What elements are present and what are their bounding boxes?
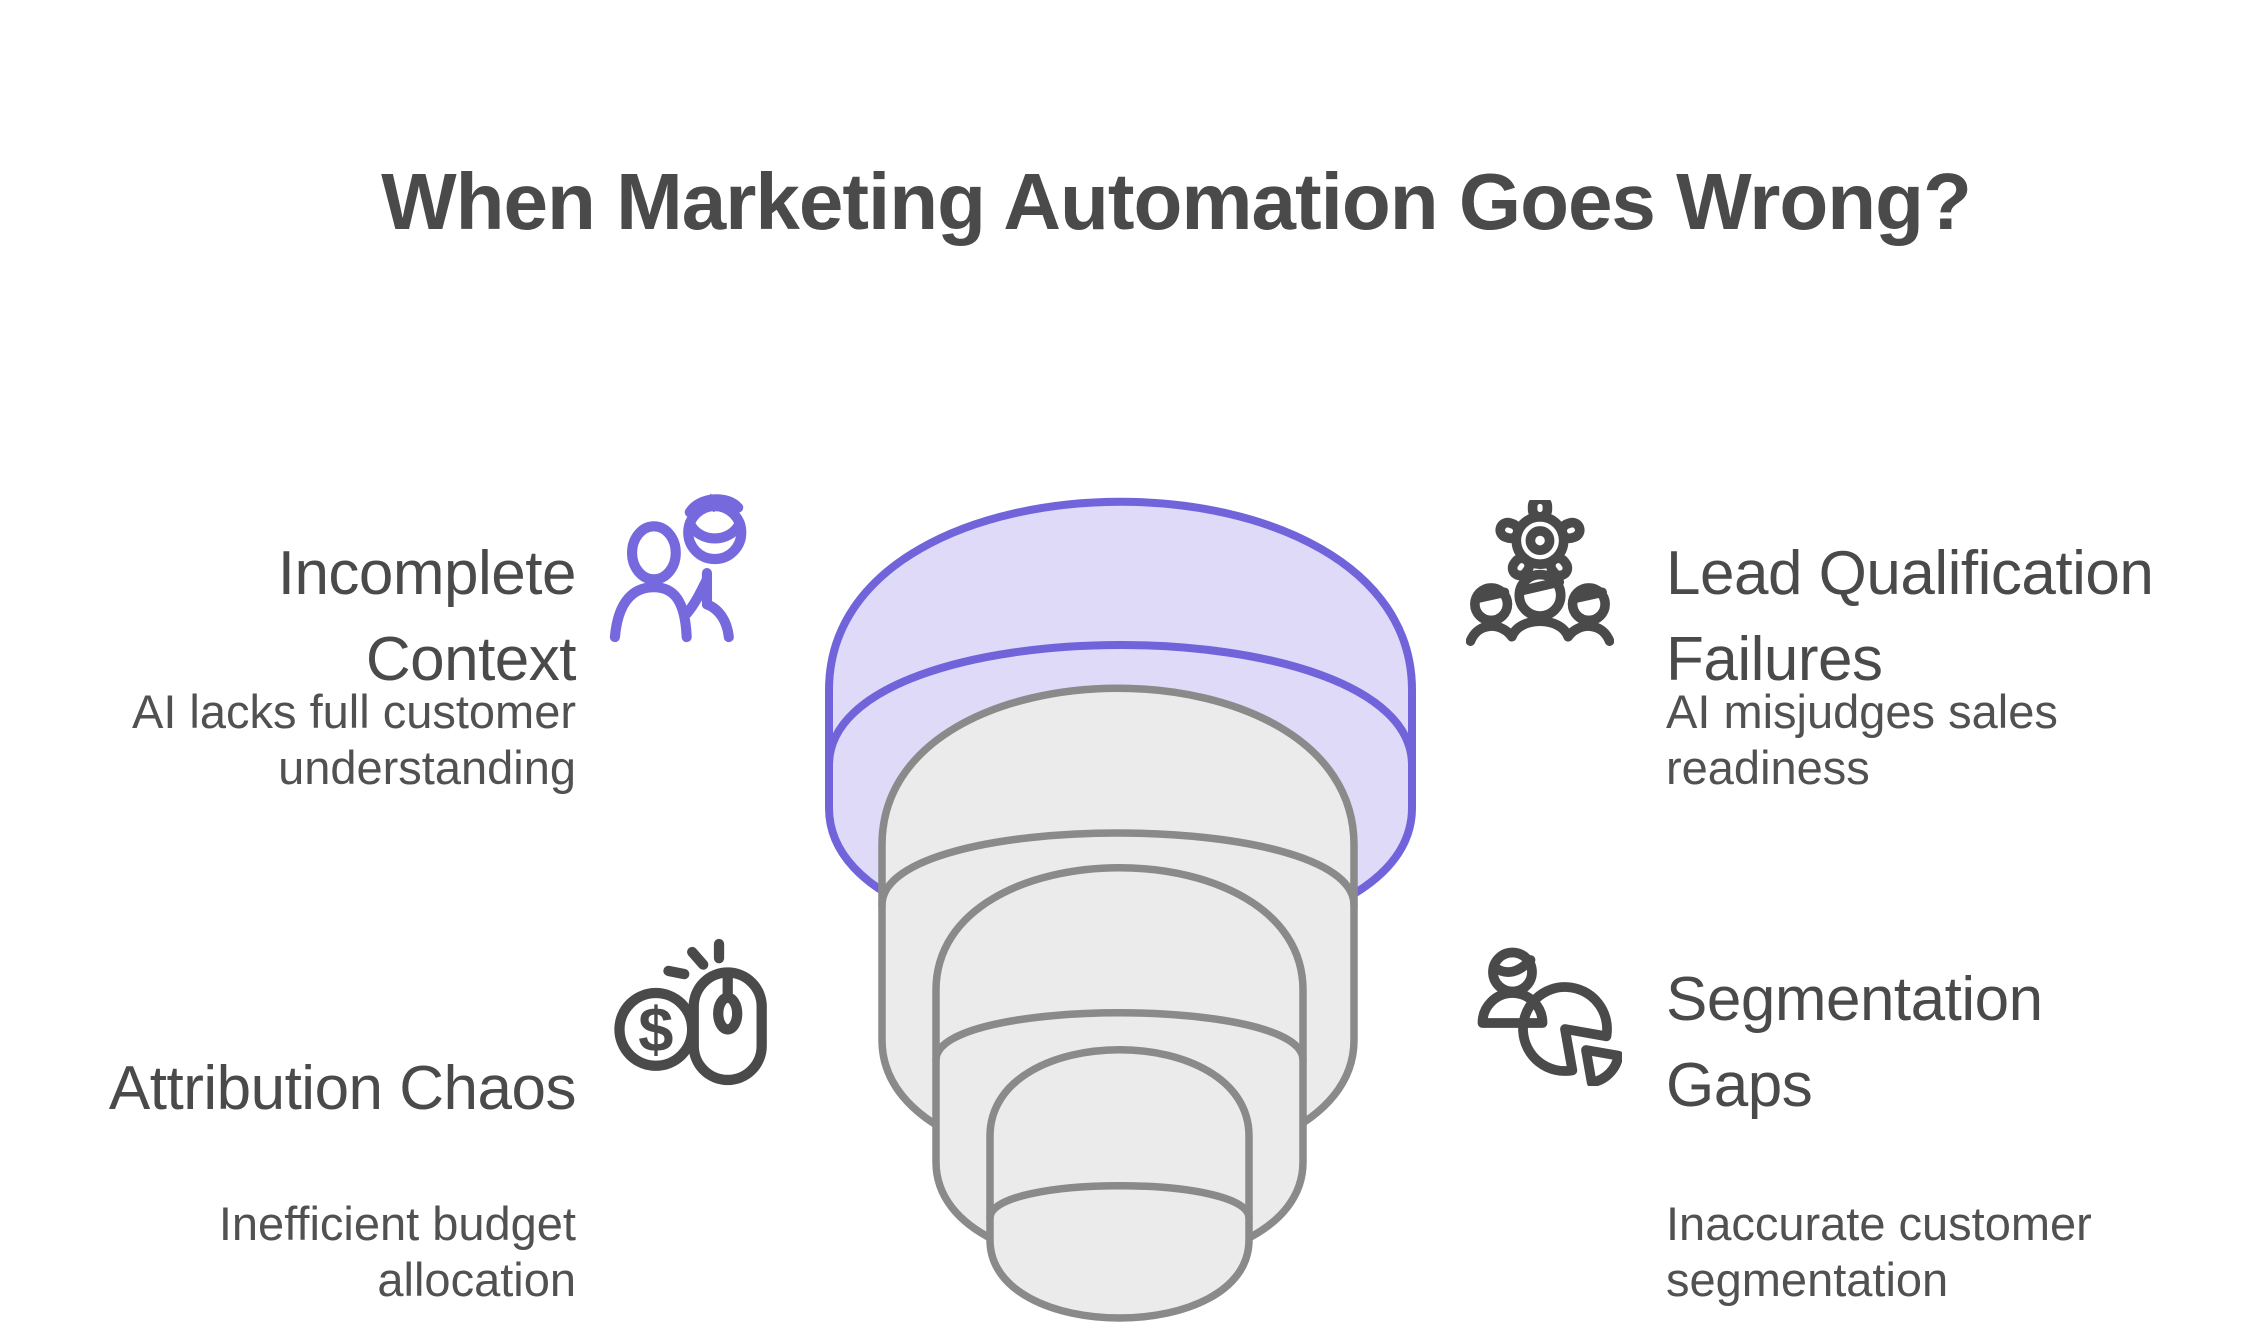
section-subtitle-lead-qualification: AI misjudges sales readiness <box>1666 684 2058 796</box>
section-title-lead-qualification: Lead Qualification Failures <box>1666 531 2154 703</box>
section-title-attribution-chaos: Attribution Chaos <box>108 1046 577 1132</box>
section-title-line: Incomplete <box>277 539 577 608</box>
section-subtitle-line: readiness <box>1666 741 1870 794</box>
section-subtitle-attribution-chaos: Inefficient budget allocation <box>219 1196 576 1308</box>
page-title: When Marketing Automation Goes Wrong? <box>381 157 1972 246</box>
dollar-mouse-icon: $ <box>614 938 767 1086</box>
section-title-line: Context <box>365 625 577 694</box>
person-sync-icon <box>609 493 747 643</box>
section-subtitle-line: understanding <box>278 741 576 794</box>
section-title-line: Failures <box>1666 625 1883 694</box>
section-title-line: Lead Qualification <box>1666 539 2154 608</box>
section-subtitle-segmentation-gaps: Inaccurate customer segmentation <box>1666 1196 2092 1308</box>
person-pie-icon <box>1477 947 1622 1086</box>
section-title-segmentation-gaps: Segmentation Gaps <box>1666 957 2043 1129</box>
section-subtitle-line: AI misjudges sales <box>1666 685 2058 738</box>
funnel-layer-bottom <box>986 1046 1253 1322</box>
svg-text:$: $ <box>638 996 673 1066</box>
section-subtitle-incomplete-context: AI lacks full customer understanding <box>132 684 576 796</box>
section-title-line: Gaps <box>1666 1051 1813 1120</box>
section-title-line: Segmentation <box>1666 965 2043 1034</box>
section-subtitle-line: AI lacks full customer <box>131 685 576 738</box>
section-subtitle-line: Inaccurate customer <box>1666 1197 2092 1250</box>
section-title-incomplete-context: Incomplete Context <box>277 531 577 703</box>
section-title-line: Attribution Chaos <box>108 1054 577 1123</box>
section-subtitle-line: segmentation <box>1666 1253 1949 1306</box>
section-subtitle-line: allocation <box>377 1253 576 1306</box>
section-subtitle-line: Inefficient budget <box>218 1197 576 1250</box>
gear-people-icon <box>1466 500 1614 646</box>
